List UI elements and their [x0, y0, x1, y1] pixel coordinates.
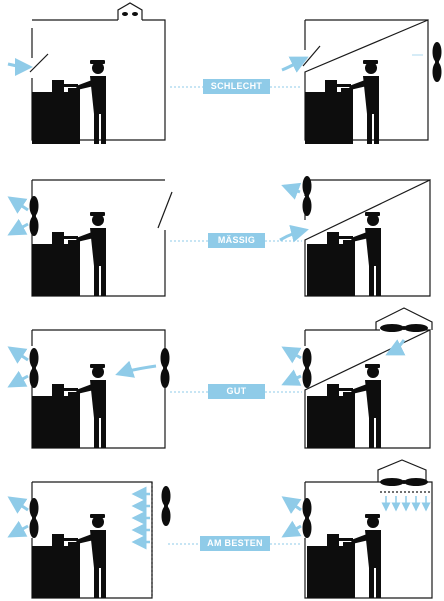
airflow-arrow-icon: [281, 496, 302, 515]
rating-label-maessig: MÄSSIG: [208, 233, 265, 248]
worker-silhouette-icon: [307, 364, 381, 448]
row-gut: [7, 307, 433, 449]
worker-silhouette-icon: [32, 364, 106, 448]
fan-icon: [160, 348, 170, 388]
airflow-arrow-icon: [7, 370, 29, 388]
roof-vent-icon: [122, 12, 138, 16]
worker-silhouette-icon: [32, 212, 106, 296]
fan-icon: [29, 196, 39, 236]
airflow-arrow-icon: [281, 346, 302, 364]
airflow-arrow-icon: [7, 520, 29, 538]
airflow-arrow-icon: [7, 57, 33, 76]
airflow-arrow-icon: [131, 486, 150, 550]
worker-silhouette-icon: [307, 212, 381, 296]
worker-silhouette-icon: [32, 514, 106, 598]
airflow-arrow-icon: [281, 369, 302, 386]
rating-label-am-besten: AM BESTEN: [200, 536, 270, 551]
fan-icon: [29, 348, 39, 388]
row-am-besten: [7, 459, 433, 599]
fan-icon: [302, 498, 312, 538]
row-maessig: [7, 176, 431, 297]
rating-label-schlecht: SCHLECHT: [203, 79, 270, 94]
airflow-arrow-icon: [385, 339, 406, 356]
fan-icon: [161, 486, 171, 526]
fan-icon: [302, 348, 312, 388]
worker-silhouette-icon: [32, 60, 106, 144]
airflow-arrow-icon: [381, 496, 431, 512]
airflow-arrow-icon: [7, 218, 29, 236]
airflow-arrow-icon: [281, 182, 302, 200]
airflow-arrow-icon: [281, 520, 302, 538]
fan-icon: [302, 176, 312, 216]
fan-icon: [432, 42, 442, 82]
fan-icon: [380, 324, 428, 332]
airflow-arrow-icon: [281, 56, 309, 73]
fan-icon: [380, 478, 428, 486]
worker-silhouette-icon: [305, 60, 379, 144]
rating-label-gut: GUT: [208, 384, 265, 399]
airflow-arrow-icon: [279, 224, 309, 243]
airflow-arrow-icon: [7, 196, 29, 214]
airflow-arrow-icon: [115, 360, 157, 378]
fan-icon: [29, 498, 39, 538]
airflow-arrow-icon: [7, 496, 29, 514]
row-schlecht: [7, 2, 442, 144]
worker-silhouette-icon: [307, 514, 381, 598]
airflow-arrow-icon: [7, 346, 29, 364]
